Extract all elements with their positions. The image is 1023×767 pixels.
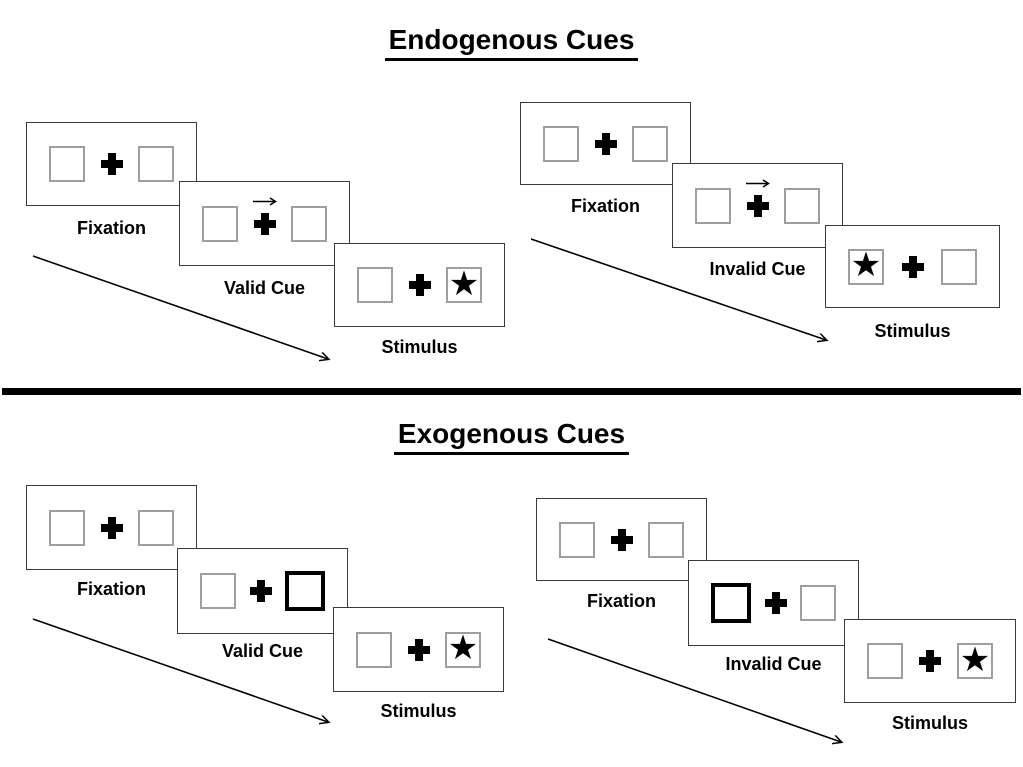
placeholder-square <box>941 248 977 285</box>
fixation-cross-icon <box>901 255 924 278</box>
placeholder-square <box>543 125 579 162</box>
placeholder-square <box>357 267 393 303</box>
placeholder-square <box>49 509 85 546</box>
cue-arrow-icon <box>252 196 277 206</box>
cue-arrow-icon <box>745 178 770 188</box>
stimulus-panel: ★ <box>825 225 1000 308</box>
fixation-cross-icon <box>764 592 787 614</box>
placeholder-square <box>200 573 236 609</box>
star-icon: ★ <box>447 628 479 668</box>
cue-highlight-square <box>711 583 751 623</box>
placeholder-square <box>648 521 684 558</box>
placeholder-square <box>695 187 731 224</box>
placeholder-square <box>800 585 836 621</box>
fixation-cross-icon <box>249 580 272 602</box>
fixation-cross-icon <box>100 516 123 539</box>
placeholder-square <box>356 631 392 668</box>
endogenous-section-title: Endogenous Cues <box>0 24 1023 61</box>
star-icon: ★ <box>448 263 480 304</box>
timeline-arrow-icon <box>530 238 837 348</box>
section-divider <box>2 388 1021 395</box>
timeline-arrow-icon <box>32 618 340 729</box>
stimulus-panel: ★ <box>334 243 505 327</box>
fixation-cross-icon <box>610 528 633 551</box>
target-star-square: ★ <box>957 643 993 679</box>
fixation-cross-icon <box>408 274 431 296</box>
cue-panel <box>179 181 350 266</box>
target-star-square: ★ <box>446 267 482 303</box>
fixation-panel <box>26 485 197 570</box>
panel-label: Fixation <box>570 196 640 216</box>
panel-label: Fixation <box>76 579 146 599</box>
cue-highlight-square <box>285 571 325 611</box>
fixation-cross-icon <box>594 132 617 155</box>
stimulus-panel: ★ <box>333 607 504 692</box>
panel-label: Invalid Cue <box>725 654 822 674</box>
fixation-panel <box>536 498 707 581</box>
placeholder-square <box>202 205 238 242</box>
fixation-cross-icon <box>407 638 430 661</box>
panel-label: Valid Cue <box>221 641 304 661</box>
placeholder-square <box>138 146 174 182</box>
fixation-cross-icon <box>252 196 277 235</box>
exogenous-section-title: Exogenous Cues <box>0 418 1023 455</box>
section-title-text: Exogenous Cues <box>393 418 630 455</box>
placeholder-square <box>291 205 327 242</box>
stimulus-panel: ★ <box>844 619 1016 703</box>
star-icon: ★ <box>959 639 991 680</box>
timeline-arrow-icon <box>32 255 340 367</box>
cue-panel <box>688 560 859 646</box>
placeholder-square <box>49 146 85 182</box>
fixation-cross-icon <box>100 153 123 175</box>
placeholder-square <box>632 125 668 162</box>
panel-label: Stimulus <box>381 337 458 357</box>
cue-panel <box>672 163 843 248</box>
placeholder-square <box>138 509 174 546</box>
panel-label: Invalid Cue <box>709 259 806 279</box>
panel-label: Fixation <box>76 218 146 238</box>
fixation-panel <box>26 122 197 206</box>
panel-label: Stimulus <box>891 713 968 733</box>
fixation-panel <box>520 102 691 185</box>
panel-label: Stimulus <box>380 701 457 721</box>
panel-label: Stimulus <box>874 321 951 341</box>
star-icon: ★ <box>850 245 882 285</box>
placeholder-square <box>867 643 903 679</box>
panel-label: Fixation <box>586 591 656 611</box>
panel-label: Valid Cue <box>223 278 306 298</box>
target-star-square: ★ <box>848 245 884 285</box>
timeline-arrow-icon <box>547 638 852 750</box>
target-star-square: ★ <box>445 628 481 668</box>
cue-panel <box>177 548 348 634</box>
placeholder-square <box>784 187 820 224</box>
section-title-text: Endogenous Cues <box>384 24 639 61</box>
fixation-cross-icon <box>919 650 941 672</box>
placeholder-square <box>559 521 595 558</box>
fixation-cross-icon <box>745 178 770 217</box>
